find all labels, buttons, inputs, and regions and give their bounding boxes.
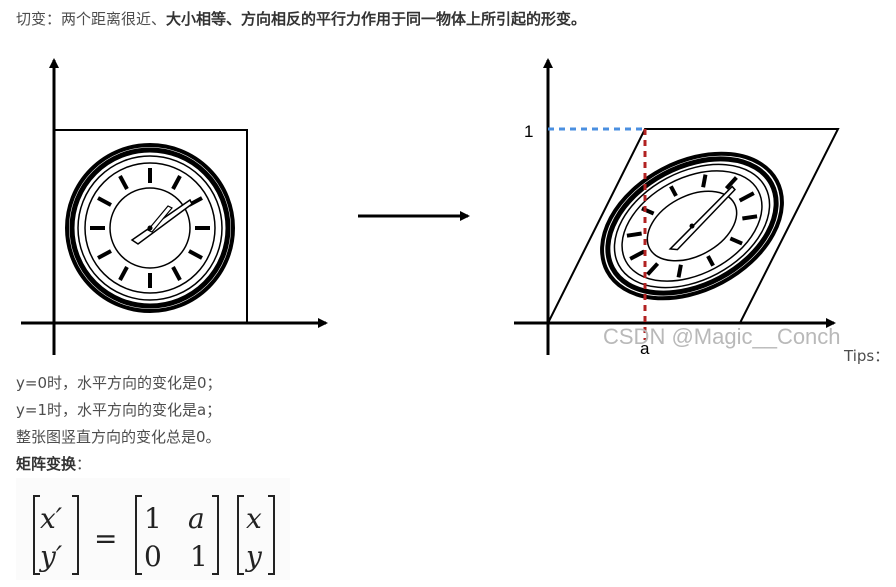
intro-prefix: 切变：两个距离很近、	[16, 10, 167, 28]
tips-line-1: y=0时，水平方向的变化是0；	[16, 374, 222, 392]
matrix-m22: 1	[190, 540, 208, 573]
original-square	[53, 129, 248, 324]
intro-text: 切变：两个距离很近、大小相等、方向相反的平行力作用于同一物体上所引起的形变。	[16, 8, 586, 30]
sheared-parallelogram	[546, 128, 840, 324]
shear-matrix-equation: x′ y′ = 1 a 0 1 x y	[16, 478, 290, 580]
matrix-m21: 0	[144, 540, 162, 573]
label-a: a	[640, 339, 650, 358]
matrix-heading-suffix: ：	[76, 455, 92, 473]
tips-label: Tips：	[844, 347, 890, 365]
intro-bold: 大小相等、方向相反的平行力作用于同一物体上所引起的形变。	[166, 10, 587, 28]
tips-line-2: y=1时，水平方向的变化是a；	[16, 401, 222, 419]
matrix-heading-bold: 矩阵变换	[16, 455, 77, 473]
clock-icon	[65, 143, 235, 313]
lhs-x-prime: x′	[40, 502, 63, 535]
lhs-y-prime: y′	[38, 540, 63, 573]
watermark: CSDN @Magic__Conch	[603, 324, 841, 349]
equals-sign: =	[94, 522, 117, 555]
rhs-y: y	[244, 540, 263, 573]
rhs-x: x	[246, 502, 262, 535]
matrix-m11: 1	[144, 502, 162, 535]
matrix-m12: a	[188, 502, 205, 535]
shear-figure: 1 a CSDN @Magic__Conch	[16, 40, 844, 361]
tips-line-3: 整张图竖直方向的变化总是0。	[16, 428, 221, 446]
label-one: 1	[524, 122, 533, 141]
sheared-clock-icon	[600, 151, 784, 301]
matrix-heading: 矩阵变换：	[16, 453, 91, 475]
